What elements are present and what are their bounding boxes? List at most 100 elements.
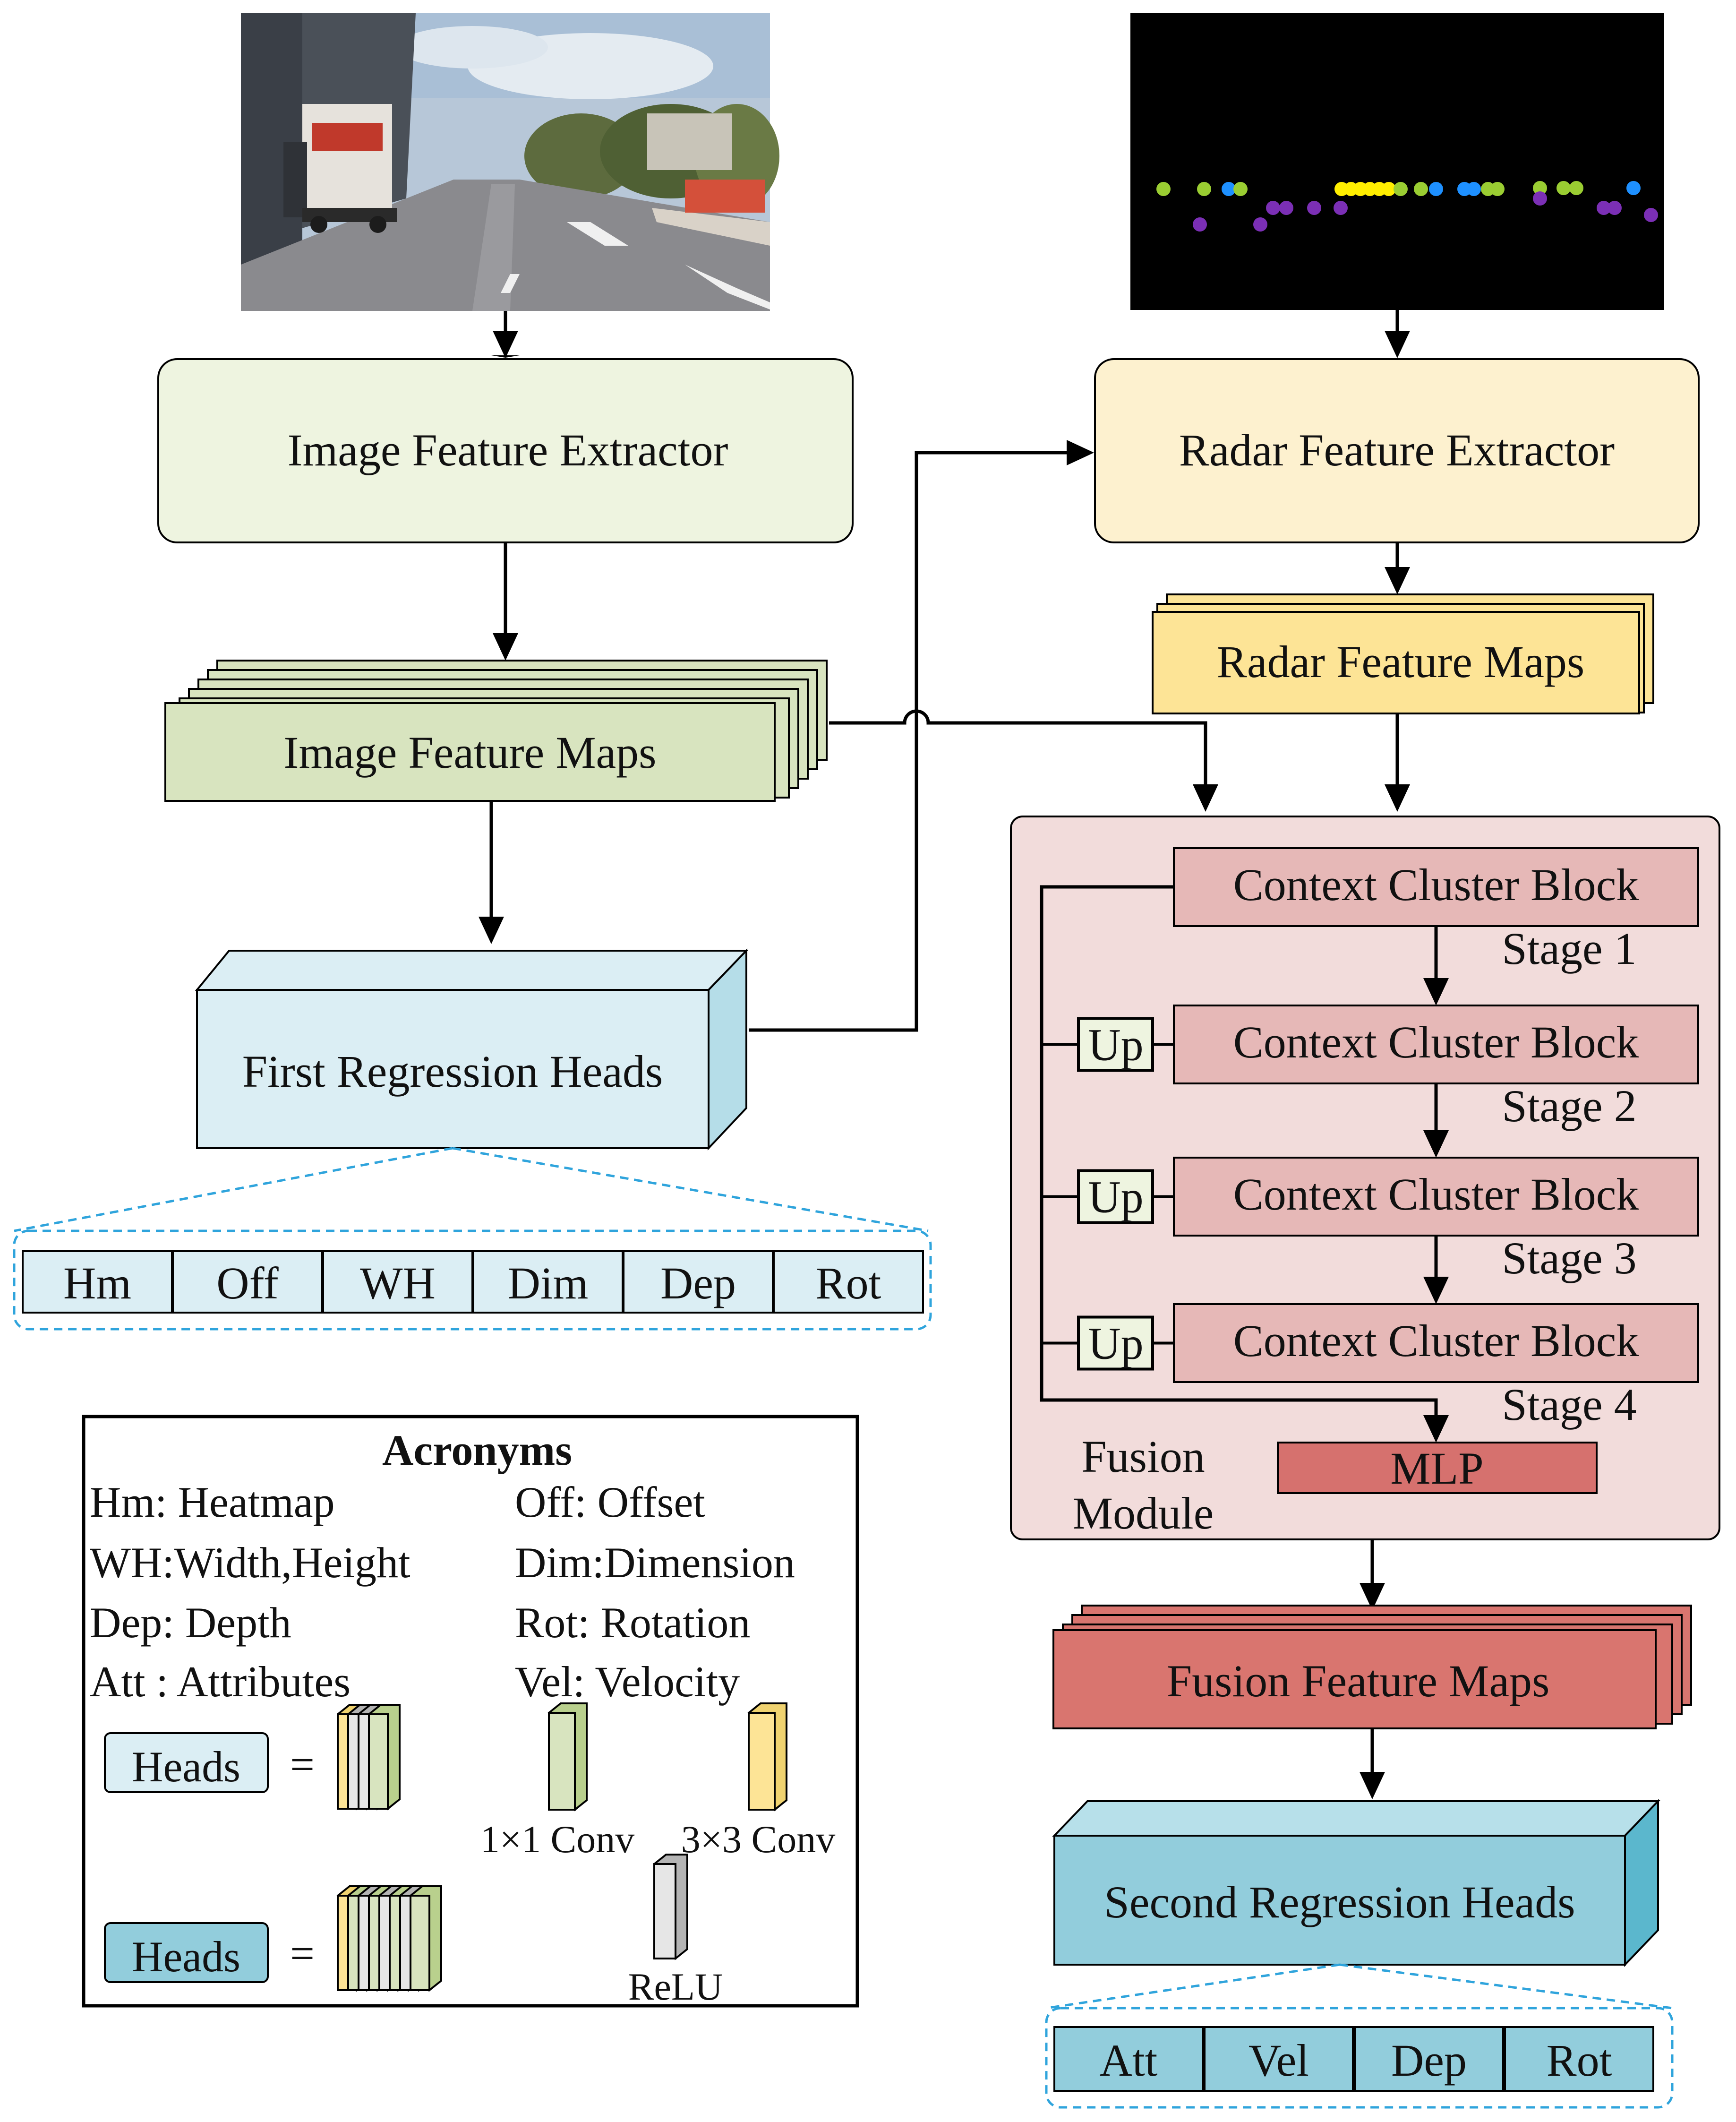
context-cluster-block	[1173, 1303, 1699, 1383]
conv1-label: 1×1 Conv	[480, 1818, 634, 1861]
layer-slab	[410, 1895, 430, 1991]
mlp-block	[1277, 1442, 1598, 1494]
fusion-module-label-line2: Module	[1073, 1488, 1214, 1538]
image-feature-maps-label: Image Feature Maps	[283, 727, 656, 778]
upsample-label: Up	[1088, 1020, 1143, 1070]
radar-point	[1608, 201, 1622, 215]
radar-point	[1533, 181, 1547, 195]
radar-point-image	[1130, 13, 1664, 310]
radar-point	[1222, 182, 1236, 196]
radar-point	[1253, 217, 1267, 232]
legend-heads-label-2: Heads	[132, 1933, 240, 1981]
second-head-item-box	[1053, 2026, 1204, 2092]
conv1-block	[547, 1702, 588, 1812]
context-cluster-block-label: Context Cluster Block	[1233, 1169, 1639, 1220]
radar-point	[1334, 201, 1348, 215]
second-head-item-box	[1504, 2026, 1654, 2092]
upsample-label: Up	[1088, 1172, 1143, 1222]
layer-slab	[368, 1713, 389, 1810]
image-feature-extractor: Image Feature Extractor	[157, 358, 854, 543]
conv3-label: 3×3 Conv	[681, 1818, 835, 1861]
first-regression-heads-label: First Regression Heads	[242, 1046, 663, 1097]
first-head-item-dep: Dep	[660, 1258, 736, 1308]
first-head-item-off: Off	[216, 1258, 279, 1308]
first-head-item-box	[172, 1250, 323, 1314]
second-head-item-vel: Vel	[1249, 2035, 1309, 2086]
stage-arrowhead	[1423, 978, 1449, 1005]
legend-right-item: Dim:Dimension	[515, 1538, 795, 1587]
radar-point	[1467, 182, 1481, 196]
radar-point	[1429, 182, 1443, 196]
radar-point	[1490, 182, 1505, 196]
legend-right-item: Rot: Rotation	[515, 1598, 750, 1647]
radar-point	[1382, 182, 1396, 196]
second-head-item-box	[1354, 2026, 1504, 2092]
radar-point	[1644, 208, 1658, 222]
radar-point	[1156, 182, 1171, 196]
legend-left-item: Dep: Depth	[90, 1598, 291, 1647]
upsample-label: Up	[1088, 1318, 1143, 1369]
second-head-item-att: Att	[1100, 2035, 1158, 2086]
context-cluster-block-label: Context Cluster Block	[1233, 1315, 1639, 1366]
second-head-item-box	[1204, 2026, 1354, 2092]
first-head-item-dim: Dim	[508, 1258, 589, 1308]
legend-equals-1: =	[290, 1740, 315, 1788]
fusion-feature-maps-label: Fusion Feature Maps	[1167, 1656, 1550, 1706]
radar-point	[1394, 182, 1408, 196]
legend-title: Acronyms	[382, 1426, 572, 1474]
radar-point	[1414, 182, 1428, 196]
radar-feature-extractor-label: Radar Feature Extractor	[1179, 425, 1615, 475]
first-head-item-box	[472, 1250, 624, 1314]
radar-point	[1626, 181, 1641, 195]
fusion-feature-maps: Fusion Feature Maps	[1052, 1605, 1692, 1729]
relu-label: ReLU	[628, 1965, 723, 2008]
legend-left-item: Att : Attributes	[90, 1658, 351, 1706]
first-regression-heads: First Regression Heads	[195, 948, 749, 1151]
legend-right-item: Off: Offset	[515, 1478, 705, 1526]
radar-point	[1569, 181, 1583, 195]
fusion-module-label-line1: Fusion	[1081, 1431, 1205, 1482]
legend-left-item: Hm: Heatmap	[90, 1478, 335, 1526]
image-feature-maps: Image Feature Maps	[164, 660, 828, 802]
second-regression-heads: Second Regression Heads	[1052, 1799, 1660, 1967]
radar-point	[1193, 217, 1207, 232]
arrowheads	[479, 331, 1410, 1799]
acronyms-legend: Acronyms Hm: HeatmapWH:Width,HeightDep: …	[82, 1415, 859, 2008]
first-head-item-box	[773, 1250, 924, 1314]
stage-arrowhead	[1423, 1130, 1449, 1158]
radar-point	[1266, 201, 1280, 215]
image-feature-extractor-label: Image Feature Extractor	[288, 425, 728, 475]
camera-image	[241, 13, 779, 311]
radar-point	[1197, 182, 1211, 196]
conv3-block	[747, 1702, 787, 1812]
radar-point	[1279, 201, 1293, 215]
radar-feature-maps-label: Radar Feature Maps	[1217, 636, 1584, 687]
legend-heads-label-1: Heads	[132, 1743, 240, 1791]
radar-point	[1533, 191, 1547, 206]
upsample-box	[1077, 1169, 1154, 1224]
stage-label: Stage 3	[1502, 1233, 1636, 1283]
mlp-arrowhead	[1423, 1415, 1449, 1443]
second-head-item-dep: Dep	[1391, 2035, 1467, 2086]
first-head-item-hm: Hm	[63, 1258, 131, 1308]
radar-feature-extractor: Radar Feature Extractor	[1094, 358, 1700, 543]
first-head-item-wh: WH	[360, 1258, 436, 1308]
second-heads-breakout: Att Vel Dep Rot	[1045, 1963, 1674, 2109]
first-head-item-box	[623, 1250, 774, 1314]
first-head-item-box	[322, 1250, 473, 1314]
mlp-label: MLP	[1390, 1443, 1483, 1494]
skip-connection-line	[1040, 885, 1438, 1415]
connector-lines	[489, 310, 1399, 1772]
legend-left-item: WH:Width,Height	[90, 1538, 410, 1587]
stage-label: Stage 1	[1502, 923, 1636, 974]
legend-equals-2: =	[290, 1929, 315, 1977]
context-cluster-block	[1173, 847, 1699, 927]
radar-point	[1597, 201, 1611, 215]
context-cluster-block-label: Context Cluster Block	[1233, 859, 1639, 910]
stage-arrowhead	[1423, 1277, 1449, 1304]
first-head-item-rot: Rot	[816, 1258, 881, 1308]
relu-block	[653, 1854, 688, 1960]
second-head-item-rot: Rot	[1547, 2035, 1612, 2086]
